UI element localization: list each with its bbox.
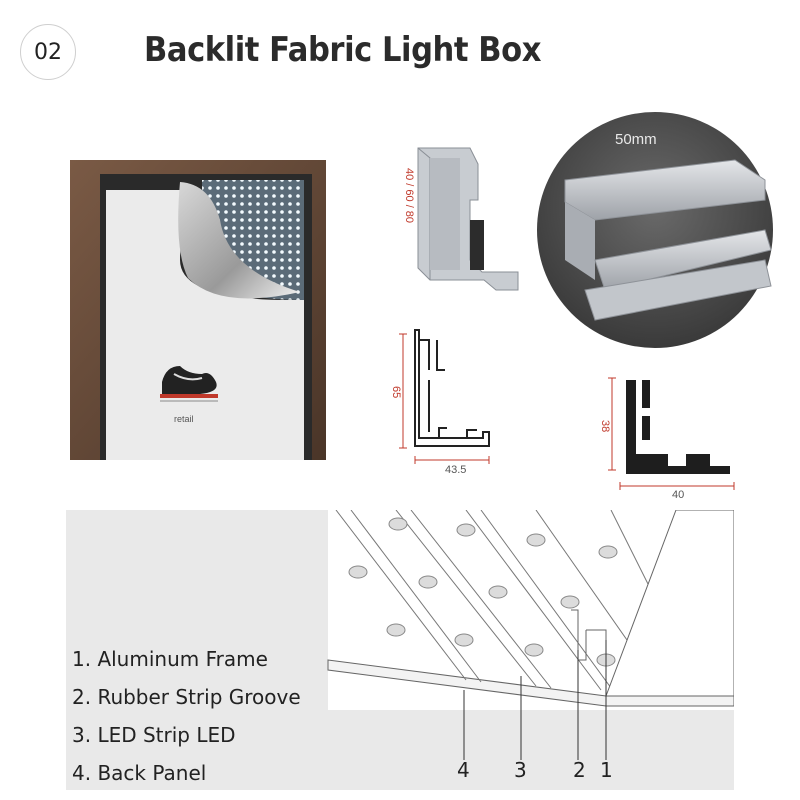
profile-a-width-label: 43.5 — [445, 464, 466, 476]
profile-a-height-label: 65 — [390, 386, 402, 398]
profile-b-height-label: 38 — [599, 420, 611, 432]
profile-b-width-label: 40 — [672, 489, 684, 500]
lightbox-photo: retail — [70, 160, 326, 460]
profile-b-drawing: 38 40 — [590, 370, 750, 501]
profile-zoom-circle: 50mm — [535, 110, 775, 350]
section-number-badge: 02 — [20, 24, 76, 80]
legend-item-led-strip: 3. LED Strip LED — [72, 723, 236, 747]
callout-number-1: 1 — [600, 758, 613, 782]
profile-3d-render: 40 / 60 / 80 — [400, 140, 530, 300]
profile-3d-height-label: 40 / 60 / 80 — [403, 168, 415, 223]
shoe-icon — [160, 366, 218, 402]
callout-number-4: 4 — [457, 758, 470, 782]
photo-caption: retail — [174, 414, 194, 424]
lightbox-photo-illustration: retail — [70, 160, 326, 460]
legend-item-back-panel: 4. Back Panel — [72, 761, 207, 785]
callout-number-2: 2 — [573, 758, 586, 782]
page-title: Backlit Fabric Light Box — [144, 30, 541, 70]
legend-item-rubber-strip-groove: 2. Rubber Strip Groove — [72, 685, 301, 709]
legend: 1. Aluminum Frame 2. Rubber Strip Groove… — [72, 640, 301, 792]
callout-number-3: 3 — [514, 758, 527, 782]
profile-a-drawing: 65 43.5 — [385, 320, 515, 480]
cross-section-panel — [66, 509, 735, 790]
zoom-width-label: 50mm — [615, 131, 657, 148]
legend-item-aluminum-frame: 1. Aluminum Frame — [72, 647, 268, 671]
cross-section-drawing — [327, 509, 735, 760]
